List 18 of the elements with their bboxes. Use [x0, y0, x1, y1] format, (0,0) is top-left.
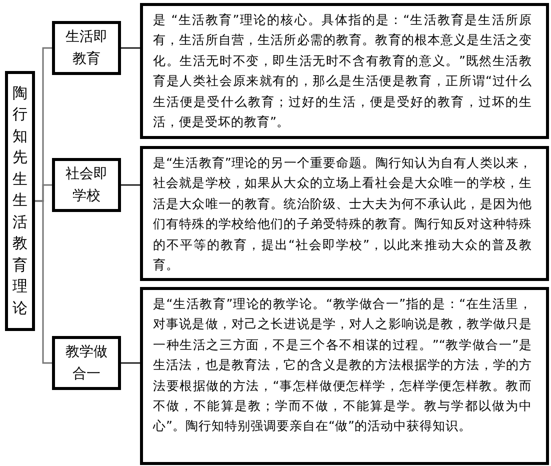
description-text: 是“生活教育”理论的教学论。“教学做合一”指的是：“在生活里，对事说是做，对己之长进说是学，对人之影响说是教，教学做只是一种生活之三方面，不是三个各不相谋的过程。”“教学做合一”是生活法，也是教育法，它的含义是教的方法根据学的方法，学的方法要根据做的方法，“事怎样做便怎样学，怎样学便怎样教。教而不做，不能算是教；学而不做，不能算是学。教与学都以做为中心”。陶行知特别强调要亲自在“做”的活动中获得知识。 [153, 295, 532, 436]
title-box [5, 71, 35, 331]
description-box [140, 146, 549, 281]
topic-box [52, 21, 121, 75]
topic-box [52, 336, 121, 390]
description-text: 是“生活教育”理论的另一个重要命题。陶行知认为自有人类以来，社会就是学校，如果从大众的立场上看社会是大众唯一的学校，生活是大众唯一的教育。统治阶级、士大夫为何不承认此，是因为他们有特殊的学校给他们的子弟受特殊的教育。陶行知反对这种特殊的不平等的教育，提出“社会即学校”，以此来推动大众的普及教育。 [153, 154, 532, 274]
title-text: 陶行知先生生活教育理论 [12, 82, 28, 319]
connector-line [121, 47, 140, 49]
connector-line [35, 200, 52, 364]
topic-text: 社会即学校 [64, 165, 108, 206]
description-text: 是 “生活教育”理论的核心。具体指的是：“生活教育是生活所原有，生活所自营，生活所必需的教育。教育的根本意义是生活之变化。生活无时不变，即生活无时不含有教育的意义。”既然生活教育是人类社会原来就有的，那么是生活便是教育，正所谓“过什么生活便是受什么教育；过好的生活，便是受好的教育，过坏的生活，便是受坏的教育”。 [153, 11, 532, 132]
connector-line [121, 362, 140, 364]
connector-line [121, 184, 140, 186]
topic-text: 教学做合一 [64, 343, 108, 384]
description-box [140, 287, 549, 465]
topic-text: 生活即教育 [64, 28, 108, 69]
description-box [140, 3, 549, 139]
topic-box [52, 158, 121, 212]
